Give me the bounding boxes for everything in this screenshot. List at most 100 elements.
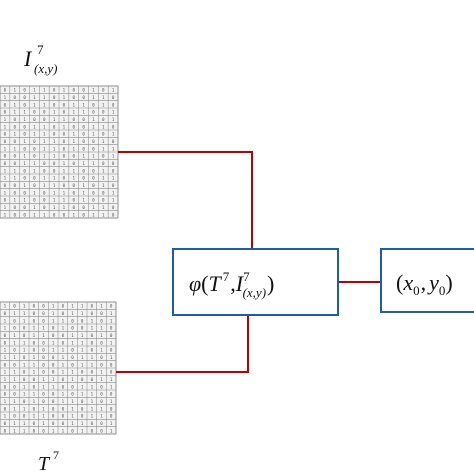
bottom-grid-cell-digit: 0: [42, 399, 45, 404]
bottom-grid-cell-digit: 0: [91, 340, 94, 345]
top-grid-cell-digit: 1: [102, 102, 105, 107]
bottom-grid-cell-digit: 0: [23, 377, 26, 382]
bottom-grid-cell-digit: 0: [62, 304, 65, 309]
top-grid-cell-digit: 0: [82, 212, 85, 217]
top-grid-cell-digit: 1: [33, 168, 36, 173]
bottom-grid-cell-digit: 0: [4, 333, 7, 338]
bottom-grid-cell-digit: 1: [4, 399, 7, 404]
bottom-grid-cell-digit: 0: [110, 304, 113, 309]
top-grid-cell-digit: 0: [63, 154, 66, 159]
top-grid-cell-digit: 0: [23, 176, 26, 181]
bottom-grid-cell-digit: 0: [81, 414, 84, 419]
top-grid-cell-digit: 0: [92, 183, 95, 188]
bottom-grid-cell-digit: 1: [4, 377, 7, 382]
top-grid-cell-digit: 1: [112, 117, 115, 122]
similarity-arg1: T: [209, 271, 223, 296]
top-grid-cell-digit: 1: [82, 154, 85, 159]
top-grid-cell-digit: 0: [72, 117, 75, 122]
bottom-grid-cell-digit: 0: [91, 304, 94, 309]
bottom-grid-cell-digit: 0: [62, 311, 65, 316]
top-grid-cell-digit: 0: [13, 161, 16, 166]
bottom-grid-cell-digit: 0: [4, 362, 7, 367]
bottom-connector: [116, 316, 249, 373]
bottom-grid-cell-digit: 1: [62, 362, 65, 367]
bottom-grid-cell-digit: 0: [100, 355, 103, 360]
top-grid-cell-digit: 1: [72, 176, 75, 181]
top-grid-cell-digit: 0: [82, 124, 85, 129]
top-grid-cell-digit: 1: [82, 102, 85, 107]
bottom-grid-cell-digit: 0: [13, 304, 16, 309]
bottom-grid-cell-digit: 0: [52, 362, 55, 367]
bottom-grid-cell-digit: 1: [52, 377, 55, 382]
bottom-grid-cell-digit: 0: [23, 370, 26, 375]
top-grid-cell-digit: 1: [112, 132, 115, 137]
bottom-grid-cell-digit: 1: [13, 340, 16, 345]
top-grid-cell-digit: 0: [4, 161, 7, 166]
top-grid-cell-digit: 0: [72, 205, 75, 210]
bottom-grid-cell-digit: 0: [71, 326, 74, 331]
top-grid-cell-digit: 0: [23, 212, 26, 217]
top-grid-cell-digit: 0: [112, 212, 115, 217]
bottom-grid-cell-digit: 1: [110, 318, 113, 323]
bottom-grid-cell-digit: 1: [100, 406, 103, 411]
output-coordinate-box: [380, 248, 474, 313]
bottom-grid-cell-digit: 0: [100, 428, 103, 433]
top-grid-cell-digit: 0: [4, 110, 7, 115]
top-grid-cell-digit: 1: [102, 139, 105, 144]
bottom-grid-cell-digit: 0: [13, 392, 16, 397]
bottom-grid-label-sup: 7: [53, 448, 59, 462]
top-grid-cell-digit: 1: [63, 198, 66, 203]
top-grid-cell-digit: 0: [43, 190, 46, 195]
bottom-grid-cell-digit: 1: [91, 362, 94, 367]
bottom-grid-cell-digit: 1: [23, 304, 26, 309]
top-grid-cell-digit: 1: [43, 212, 46, 217]
top-grid-cell-digit: 1: [112, 198, 115, 203]
top-grid-cell-digit: 0: [4, 183, 7, 188]
top-grid-cell-digit: 1: [112, 190, 115, 195]
bottom-grid-cell-digit: 0: [33, 384, 36, 389]
top-grid-cell-digit: 0: [33, 183, 36, 188]
bottom-grid-cell-digit: 1: [81, 348, 84, 353]
bottom-grid-cell-digit: 1: [52, 311, 55, 316]
top-grid-cell-digit: 0: [23, 205, 26, 210]
top-grid-cell-digit: 0: [82, 88, 85, 93]
bottom-grid-cell-digit: 0: [110, 333, 113, 338]
bottom-grid-cell-digit: 1: [23, 428, 26, 433]
bottom-grid-cell-digit: 1: [71, 399, 74, 404]
top-grid-cell-digit: 1: [112, 154, 115, 159]
top-grid-cell-digit: 1: [102, 212, 105, 217]
top-grid-cell-digit: 0: [63, 110, 66, 115]
top-grid-cell-digit: 1: [43, 176, 46, 181]
top-grid-cell-digit: 1: [53, 117, 56, 122]
top-grid-cell-digit: 0: [23, 146, 26, 151]
bottom-grid-cell-digit: 0: [62, 384, 65, 389]
bottom-grid-cell-digit: 0: [100, 384, 103, 389]
bottom-grid-cell-digit: 1: [33, 362, 36, 367]
top-grid-cell-digit: 1: [102, 176, 105, 181]
bottom-grid-cell-digit: 1: [100, 348, 103, 353]
top-grid-cell-digit: 0: [13, 117, 16, 122]
bottom-grid-cell-digit: 0: [13, 348, 16, 353]
bottom-grid-cell-digit: 0: [33, 348, 36, 353]
bottom-grid-cell-digit: 0: [42, 362, 45, 367]
top-grid-cell-digit: 0: [82, 132, 85, 137]
top-grid-cell-digit: 1: [102, 168, 105, 173]
bottom-grid-cell-digit: 0: [91, 348, 94, 353]
top-grid-cell-digit: 1: [4, 205, 7, 210]
top-grid-cell-digit: 0: [23, 168, 26, 173]
bottom-grid-cell-digit: 1: [52, 304, 55, 309]
bottom-grid-cell-digit: 0: [100, 392, 103, 397]
bottom-grid-cell-digit: 0: [91, 370, 94, 375]
top-grid-cell-digit: 0: [4, 154, 7, 159]
top-grid-cell-digit: 0: [72, 161, 75, 166]
top-grid-cell-digit: 0: [92, 198, 95, 203]
top-grid-cell-digit: 1: [72, 146, 75, 151]
top-grid-cell-digit: 1: [112, 146, 115, 151]
bottom-grid-cell-digit: 0: [42, 370, 45, 375]
top-grid-cell-digit: 1: [92, 124, 95, 129]
bottom-grid-cell-digit: 0: [4, 392, 7, 397]
bottom-grid-cell-digit: 1: [91, 326, 94, 331]
top-grid-cell-digit: 0: [33, 198, 36, 203]
bottom-grid-cell-digit: 1: [23, 340, 26, 345]
bottom-grid-cell-digit: 1: [100, 304, 103, 309]
